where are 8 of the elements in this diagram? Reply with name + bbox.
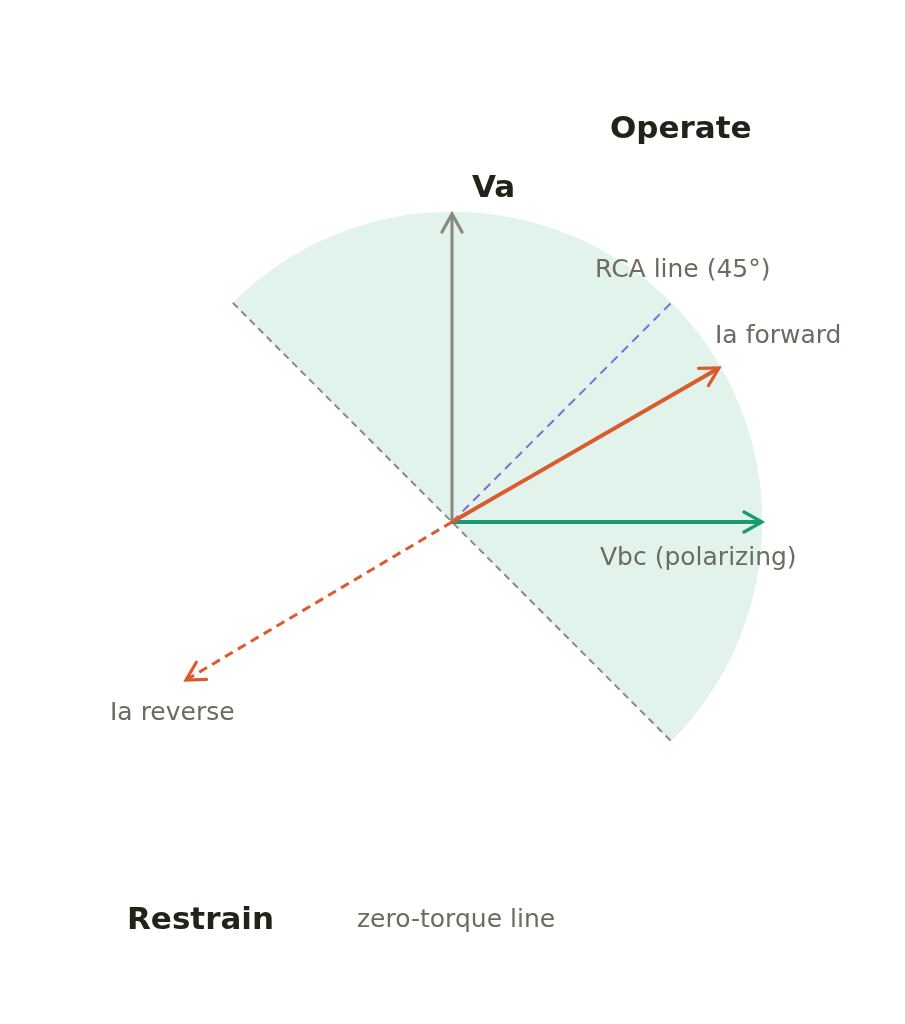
phasor-label: RCA line (45°) <box>595 256 771 281</box>
phasor-label: Ia reverse <box>110 699 235 724</box>
region-label: Restrain <box>127 903 275 934</box>
phasor-label: Vbc (polarizing) <box>600 544 797 569</box>
region-label: Va <box>472 171 516 202</box>
region-label: Operate <box>610 112 752 143</box>
phasor-label: Ia forward <box>715 322 842 347</box>
phasor-label: zero-torque line <box>357 906 556 931</box>
